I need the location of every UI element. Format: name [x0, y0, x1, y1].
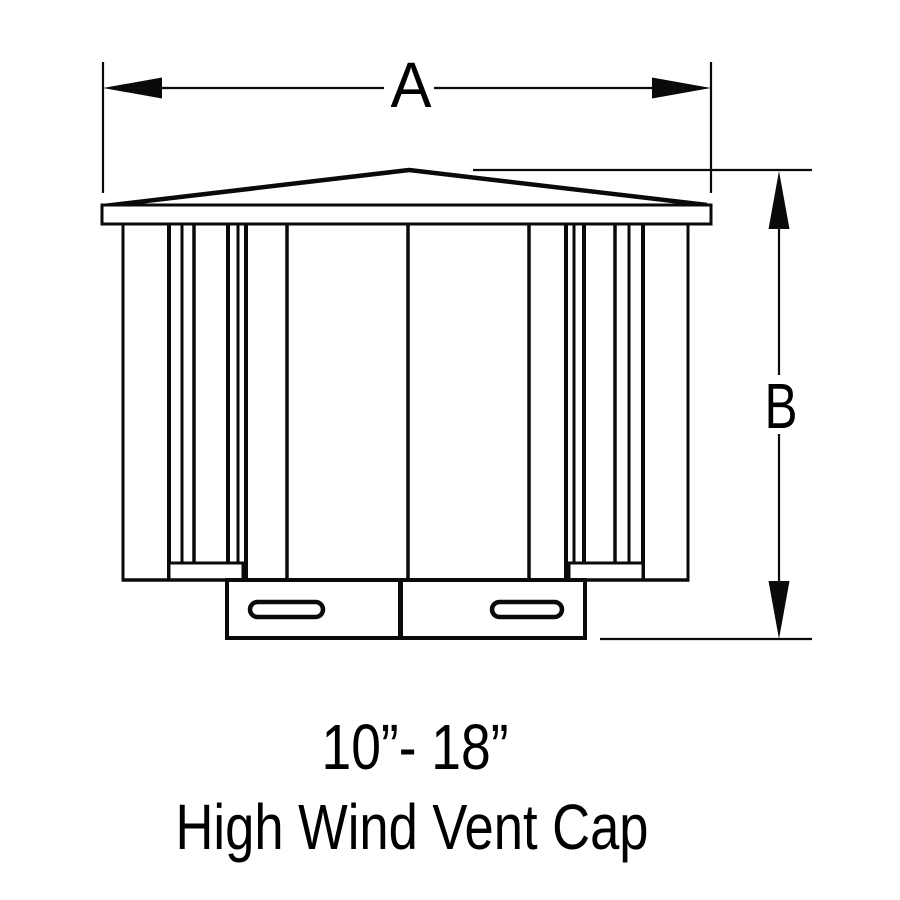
- louver-bottom-rail-left: [167, 561, 245, 582]
- louver-bottom-rail-right: [567, 561, 645, 582]
- louver-panel-right: [564, 224, 645, 582]
- dim-a-arrowhead-right-icon: [652, 77, 711, 99]
- louver-panel-left: [167, 224, 248, 582]
- dim-b-label: B: [765, 370, 798, 442]
- dimension-b: B: [473, 168, 812, 641]
- vent-cap-body: [121, 224, 690, 582]
- cap-slab: [100, 203, 713, 226]
- caption-product-name: High Wind Vent Cap: [176, 791, 649, 863]
- base-collar: [225, 578, 587, 640]
- vent-cap-top: [100, 167, 713, 226]
- cap-roof-ridge: [103, 167, 708, 209]
- caption-size-range: 10”- 18”: [322, 711, 509, 783]
- collar-slot-left: [247, 599, 326, 620]
- dim-a-label: A: [391, 49, 432, 121]
- dim-b-arrowhead-up-icon: [768, 171, 790, 229]
- dim-b-arrowhead-down-icon: [768, 581, 790, 639]
- collar-slot-right: [489, 599, 565, 620]
- dimension-a: A: [101, 49, 713, 193]
- caption: 10”- 18” High Wind Vent Cap: [176, 711, 649, 863]
- dim-a-arrowhead-left-icon: [103, 77, 162, 99]
